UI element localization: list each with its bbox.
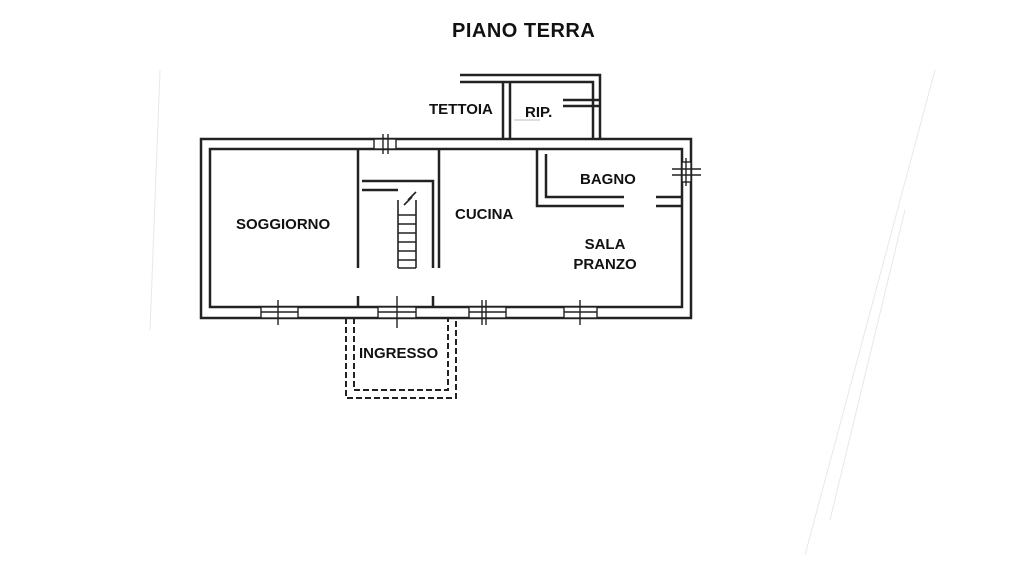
- staircase: [397, 191, 417, 269]
- room-label-sala: SALA: [584, 236, 626, 253]
- ingresso-porch: [345, 318, 457, 399]
- room-label-rip: RIP.: [525, 104, 553, 121]
- window-bottom-3: [563, 300, 598, 325]
- outer-wall: [199, 137, 693, 320]
- door-ingresso: [377, 296, 417, 328]
- room-label-tettoia: TETTOIA: [429, 101, 493, 118]
- room-label-soggiorno: SOGGIORNO: [236, 216, 331, 233]
- windows: [260, 134, 701, 328]
- background-sketch: [149, 69, 936, 556]
- interior-walls: [356, 149, 682, 307]
- room-label-pranzo: PRANZO: [573, 256, 637, 273]
- room-label-cucina: CUCINA: [455, 206, 514, 223]
- tettoia-extension: [460, 73, 602, 139]
- room-label-ingresso: INGRESSO: [359, 345, 439, 362]
- window-bottom-1: [260, 300, 299, 325]
- plan-title: PIANO TERRA: [452, 20, 596, 42]
- window-right: [672, 158, 701, 186]
- room-label-sala-pranzo: SALA PRANZO: [566, 235, 644, 275]
- window-bottom-2: [468, 300, 507, 325]
- room-label-bagno: BAGNO: [580, 171, 636, 188]
- window-top: [373, 134, 397, 154]
